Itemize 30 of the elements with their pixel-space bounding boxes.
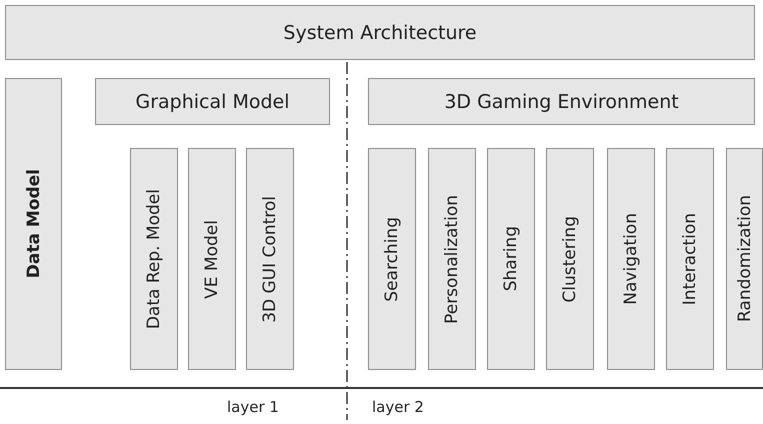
box-label: Searching <box>382 216 402 302</box>
box-label: System Architecture <box>283 22 477 44</box>
column-box <box>188 148 236 370</box>
box-label: Data Rep. Model <box>144 188 164 330</box>
box-label: Sharing <box>501 226 521 292</box>
column-box <box>246 148 294 370</box>
box-label: Navigation <box>621 213 641 305</box>
box-label: Interaction <box>680 212 700 306</box>
column-box <box>130 148 178 370</box>
column-box <box>487 148 535 370</box>
column-box <box>546 148 594 370</box>
box-label: 3D Gaming Environment <box>444 90 679 112</box>
layer-box <box>95 78 330 125</box>
layer-label: layer 1 <box>227 398 279 416</box>
layer-label: layer 2 <box>372 398 424 416</box>
layer-box <box>5 5 755 60</box>
column-box <box>726 148 763 370</box>
column-box <box>428 148 476 370</box>
box-label: Data Model <box>24 169 44 279</box>
column-box <box>666 148 714 370</box>
box-label: 3D GUI Control <box>260 196 280 322</box>
column-box <box>5 78 62 370</box>
box-label: Clustering <box>560 216 580 302</box>
box-label: VE Model <box>202 220 222 298</box>
column-box <box>607 148 655 370</box>
layer-box <box>368 78 755 125</box>
box-label: Personalization <box>442 194 462 324</box>
box-label: Randomization <box>734 195 754 322</box>
column-box <box>368 148 416 370</box>
box-label: Graphical Model <box>135 90 290 112</box>
